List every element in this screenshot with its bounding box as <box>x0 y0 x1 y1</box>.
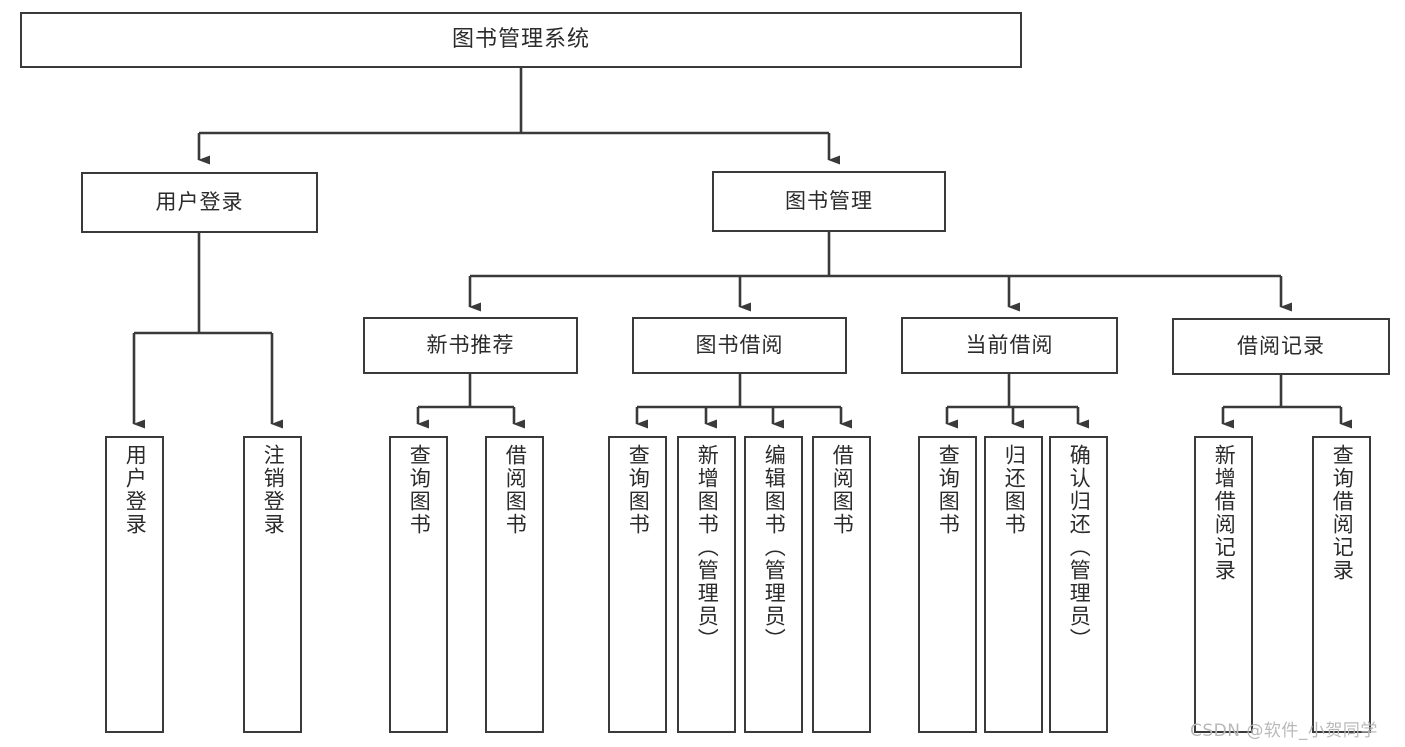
node-book-borrow-label: 图书借阅 <box>695 332 784 357</box>
leaf-query-book-1-label: 查询图书 <box>407 444 432 536</box>
leaf-borrow-book-1[interactable]: 借阅图书 <box>485 436 544 733</box>
leaf-query-record-label: 查询借阅记录 <box>1330 444 1355 582</box>
node-book-borrow[interactable]: 图书借阅 <box>632 317 847 374</box>
node-root[interactable]: 图书管理系统 <box>20 12 1022 68</box>
leaf-confirm-return-label: 确认归还（管理员） <box>1067 444 1092 651</box>
node-new-book-recommend[interactable]: 新书推荐 <box>363 317 578 374</box>
leaf-query-book-3[interactable]: 查询图书 <box>918 436 977 733</box>
leaf-borrow-book-2[interactable]: 借阅图书 <box>812 436 871 733</box>
leaf-query-book-2[interactable]: 查询图书 <box>608 436 667 733</box>
node-borrow-record-label: 借阅记录 <box>1237 333 1325 358</box>
node-book-manage-label: 图书管理 <box>785 188 873 213</box>
node-current-borrow-label: 当前借阅 <box>965 332 1054 357</box>
leaf-user-login[interactable]: 用户登录 <box>105 436 164 733</box>
leaf-borrow-book-2-label: 借阅图书 <box>830 444 855 536</box>
leaf-query-record[interactable]: 查询借阅记录 <box>1312 436 1371 733</box>
leaf-query-book-2-label: 查询图书 <box>626 444 651 536</box>
leaf-user-login-label: 用户登录 <box>123 444 148 536</box>
leaf-return-book[interactable]: 归还图书 <box>984 436 1043 733</box>
leaf-logout[interactable]: 注销登录 <box>243 436 302 733</box>
leaf-logout-label: 注销登录 <box>261 444 286 536</box>
leaf-confirm-return[interactable]: 确认归还（管理员） <box>1049 436 1108 733</box>
node-book-manage[interactable]: 图书管理 <box>712 171 946 232</box>
node-root-label: 图书管理系统 <box>451 26 590 52</box>
leaf-query-book-3-label: 查询图书 <box>936 444 961 536</box>
leaf-edit-book[interactable]: 编辑图书（管理员） <box>744 436 803 733</box>
leaf-return-book-label: 归还图书 <box>1002 444 1027 536</box>
leaf-borrow-book-1-label: 借阅图书 <box>503 444 528 536</box>
leaf-add-record[interactable]: 新增借阅记录 <box>1194 436 1253 733</box>
leaf-add-book[interactable]: 新增图书（管理员） <box>677 436 736 733</box>
leaf-add-book-label: 新增图书（管理员） <box>695 444 720 651</box>
watermark: CSDN @软件_小贺同学 <box>1190 721 1378 741</box>
node-new-book-recommend-label: 新书推荐 <box>426 332 515 357</box>
leaf-edit-book-label: 编辑图书（管理员） <box>762 444 787 651</box>
leaf-query-book-1[interactable]: 查询图书 <box>389 436 448 733</box>
node-borrow-record[interactable]: 借阅记录 <box>1172 318 1390 375</box>
node-current-borrow[interactable]: 当前借阅 <box>901 317 1118 374</box>
node-user-login-label: 用户登录 <box>155 189 244 214</box>
leaf-add-record-label: 新增借阅记录 <box>1212 444 1237 582</box>
node-user-login[interactable]: 用户登录 <box>81 172 318 233</box>
